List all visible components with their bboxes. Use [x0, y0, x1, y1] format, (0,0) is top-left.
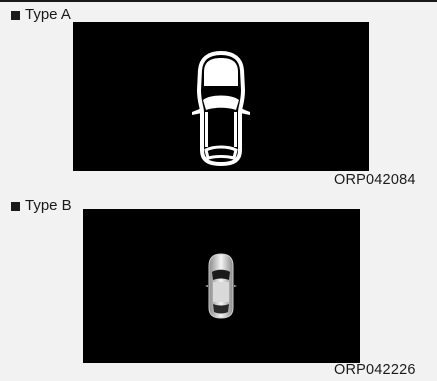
type-b-display-screen: [83, 209, 360, 363]
section-divider: [0, 0, 437, 2]
type-b-label: Type B: [25, 197, 72, 215]
type-b-image-code: ORP042226: [334, 362, 416, 378]
square-bullet-icon: [11, 202, 20, 211]
type-a-label: Type A: [25, 6, 71, 24]
type-a-image-code: ORP042084: [334, 172, 416, 188]
car-top-view-shaded-icon: [204, 252, 238, 320]
type-b-heading: Type B: [11, 197, 72, 215]
car-top-view-outline-icon: [190, 50, 252, 168]
type-a-display-screen: [73, 22, 369, 171]
type-a-heading: Type A: [11, 6, 71, 24]
square-bullet-icon: [11, 11, 20, 20]
